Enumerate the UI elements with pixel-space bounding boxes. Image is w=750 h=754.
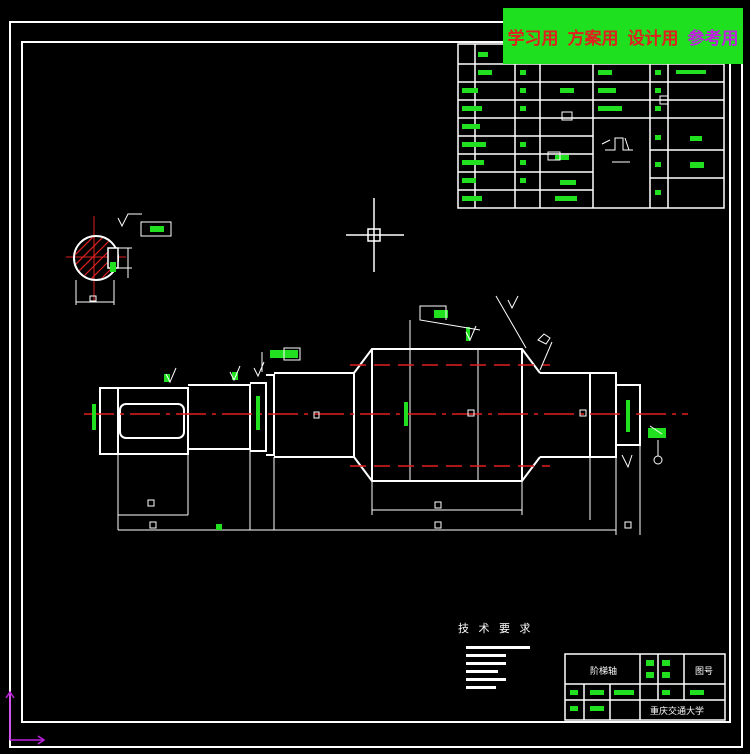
title-block-green-marks [570, 660, 704, 711]
title-block-drawing-no-label: 图号 [695, 667, 714, 677]
title-block-part-name: 阶梯轴 [590, 667, 618, 677]
parameter-table-white-marks [547, 95, 669, 163]
section-view [66, 213, 172, 305]
center-cross [346, 198, 404, 272]
banner-item-reference: 参考用 [687, 28, 739, 49]
annotation-symbols [147, 295, 663, 529]
outer-frame [9, 21, 743, 748]
banner-item-study: 学习用 [507, 28, 559, 49]
parameter-table [457, 43, 725, 209]
title-block-school: 重庆交通大学 [650, 707, 705, 717]
ucs-axis-icon [5, 690, 46, 745]
dimension-marks [92, 310, 666, 530]
tech-requirement-lines [466, 646, 530, 689]
collar-hidden-lines [350, 364, 550, 467]
title-block [564, 653, 726, 721]
usage-banner: 学习用 方案用 设计用 参考用 [503, 8, 743, 64]
banner-item-design: 设计用 [627, 28, 679, 49]
parameter-table-green-text [462, 52, 706, 201]
shaft-inner-lines [117, 320, 641, 535]
tech-requirements-title: 技 术 要 求 [458, 622, 534, 635]
banner-item-scheme: 方案用 [567, 28, 619, 49]
inner-frame [21, 41, 731, 723]
shaft-main-view [99, 348, 641, 482]
